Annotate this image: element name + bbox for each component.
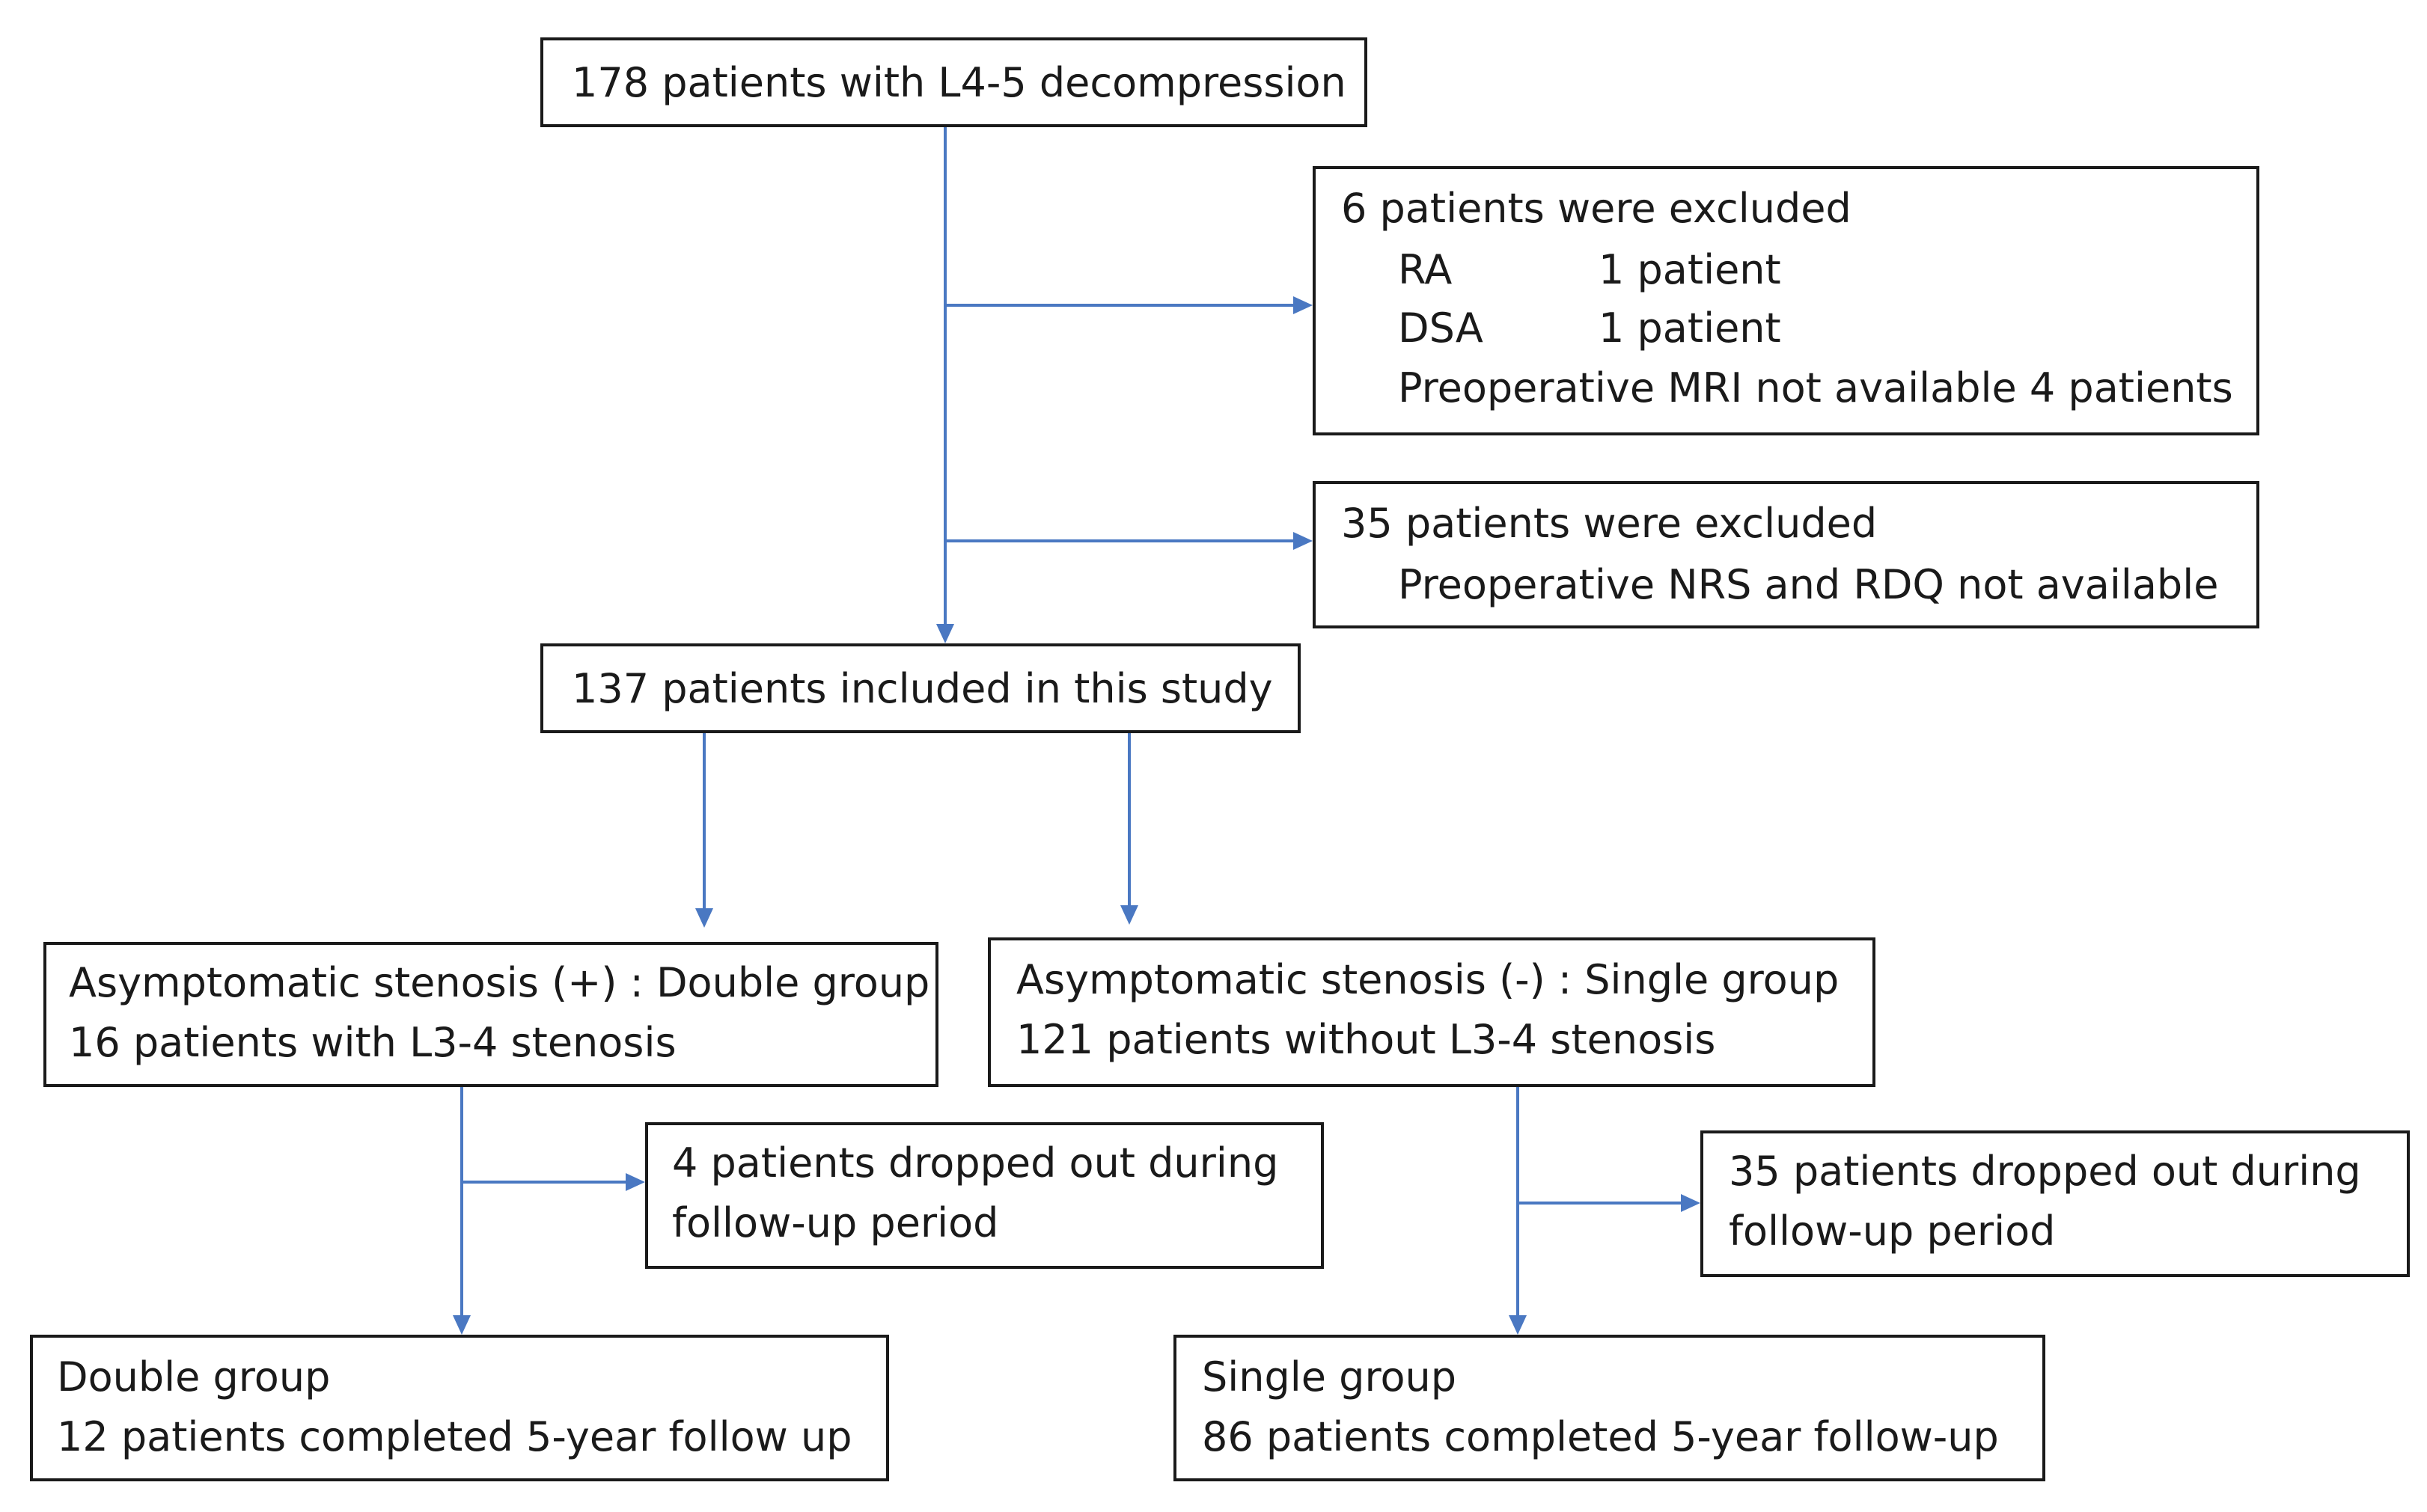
single-final-box: Single group 86 patients completed 5-yea… [1173,1335,2045,1481]
included-label: 137 patients included in this study [572,665,1273,712]
exclusion-2-reason: Preoperative NRS and RDQ not available [1398,561,2219,608]
double-group-title: Asymptomatic stenosis (+) : Double group [69,959,930,1006]
exclusion-1-ra-label: RA [1398,246,1453,293]
dropout-double-line2: follow-up period [672,1199,999,1246]
arrow-head-to-included [936,624,954,643]
arrow-head-to-drop-double [626,1173,645,1191]
single-group-title: Asymptomatic stenosis (-) : Single group [1016,956,1840,1003]
exclusion-box-2: 35 patients were excluded Preoperative N… [1313,481,2259,628]
arrow-head-to-single-final [1509,1315,1527,1335]
exclusion-2-title: 35 patients were excluded [1341,500,1878,547]
single-group-detail: 121 patients without L3-4 stenosis [1016,1016,1716,1063]
arrow-head-to-single [1120,905,1138,925]
exclusion-1-title: 6 patients were excluded [1341,185,1851,232]
start-label: 178 patients with L4-5 decompression [572,59,1346,106]
dropout-single-line2: follow-up period [1729,1208,2056,1255]
double-group-detail: 16 patients with L3-4 stenosis [69,1019,677,1066]
included-box: 137 patients included in this study [540,643,1301,733]
exclusion-1-ra-value: 1 patient [1599,246,1781,293]
single-final-title: Single group [1202,1353,1457,1401]
exclusion-1-dsa-value: 1 patient [1599,304,1781,352]
exclusion-1-dsa-label: DSA [1398,304,1483,352]
single-group-box: Asymptomatic stenosis (-) : Single group… [988,937,1875,1087]
double-final-title: Double group [57,1353,331,1401]
arrow-head-to-double-final [453,1315,471,1335]
single-final-detail: 86 patients completed 5-year follow-up [1202,1413,1999,1460]
dropout-single-box: 35 patients dropped out during follow-up… [1700,1130,2410,1277]
exclusion-1-mri: Preoperative MRI not available 4 patient… [1398,364,2233,411]
start-box: 178 patients with L4-5 decompression [540,37,1367,127]
dropout-single-line1: 35 patients dropped out during [1729,1148,2361,1195]
double-final-box: Double group 12 patients completed 5-yea… [30,1335,889,1481]
double-group-box: Asymptomatic stenosis (+) : Double group… [43,942,938,1087]
dropout-double-line1: 4 patients dropped out during [672,1139,1279,1187]
exclusion-box-1: 6 patients were excluded RA 1 patient DS… [1313,166,2259,435]
arrow-head-to-drop-single [1681,1194,1700,1212]
arrow-head-to-excl2 [1293,532,1313,550]
dropout-double-box: 4 patients dropped out during follow-up … [645,1122,1324,1269]
arrow-head-to-double [695,908,713,928]
arrow-head-to-excl1 [1293,296,1313,314]
double-final-detail: 12 patients completed 5-year follow up [57,1413,852,1460]
